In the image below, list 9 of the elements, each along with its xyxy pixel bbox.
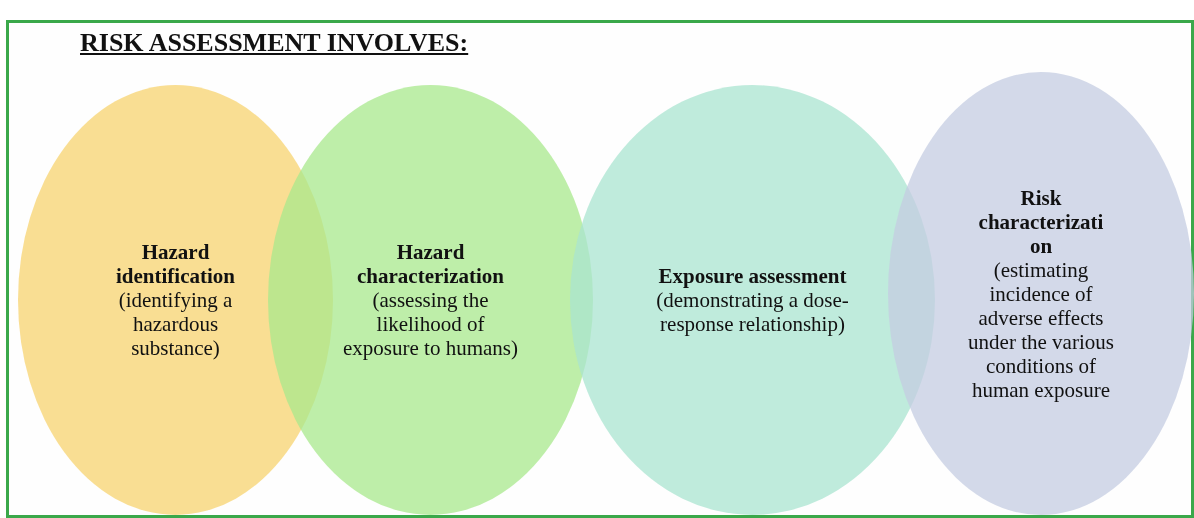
- ellipse-description: (demonstrating a dose-response relationship): [655, 288, 850, 336]
- ellipse-heading: Hazard identification: [115, 240, 236, 288]
- title: RISK ASSESSMENT INVOLVES:: [80, 28, 469, 58]
- ellipse-description: (estimating incidence of adverse effects under the various conditions of human exposure: [967, 257, 1115, 402]
- ellipse-description: (assessing the likelihood of exposure to humans): [342, 288, 519, 360]
- ellipse-description: (identifying a hazardous substance): [117, 288, 234, 360]
- ellipse-heading: Exposure assessment: [657, 264, 848, 288]
- ellipse-heading: Hazard characterization: [356, 240, 505, 288]
- ellipse-heading: Risk characterizati on: [977, 185, 1105, 258]
